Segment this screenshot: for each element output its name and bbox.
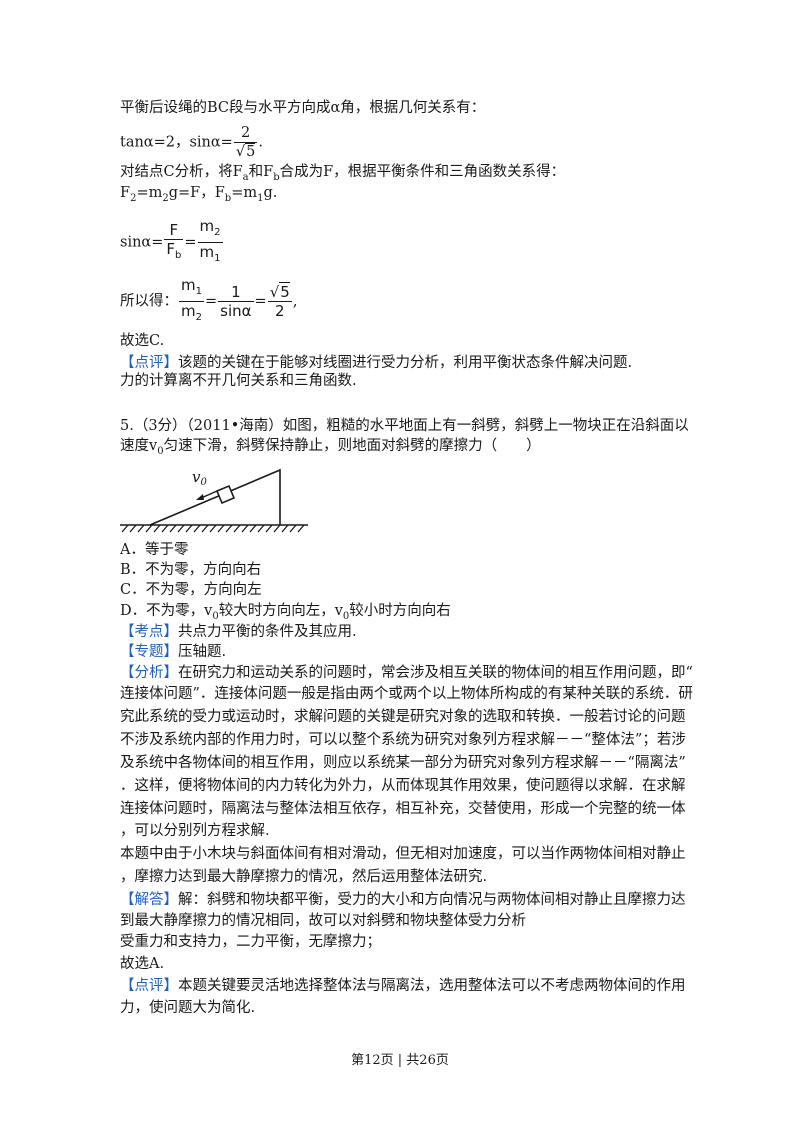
numerator: 2 [233,124,258,143]
incline-diagram: v0 [120,468,308,533]
fenxi-line: ．这样，便将物体间的内力转化为外力，从而体现其作用效果，使问题得以求解．在求解 [120,778,686,794]
fenxi-line: 本题中由于小木块与斜面体间有相对滑动，但无相对加速度，可以当作两物体间相对静止 [120,846,686,862]
kaodian-text: 共点力平衡的条件及其应用. [178,624,357,640]
text-segment: 合成为F，根据平衡条件和三角函数关系得： [279,164,566,180]
numerator: m1 [179,276,204,302]
comma: , [292,293,298,310]
denominator: 2 [274,302,285,320]
formula-lead: 所以得： [120,293,178,310]
kaodian-line: 【考点】共点力平衡的条件及其应用. [120,622,357,642]
page-footer: 第12页 | 共26页 [351,1053,449,1068]
jieda-line: 故选A. [120,956,165,972]
text-segment: 和F [248,164,274,180]
option-d: D．不为零，v0较大时方向向左，v0较小时方向向右 [120,603,451,622]
subscript: 1 [257,192,264,204]
jieda-line: 到最大静摩擦力的情况相同，故可以对斜劈和物块整体受力分析 [120,913,526,929]
fenxi-line: 不涉及系统内部的作用力时，可以以整个系统为研究对象列方程求解－－“整体法”；若涉 [120,732,686,748]
tan-sin-text: tanα=2，sinα= [120,134,233,151]
jieda-tag: 【解答】 [120,892,178,908]
fenxi-line: 及系统中各物体间的相互作用，则应以系统某一部分为研究对象列方程求解－－“隔离法” [120,755,686,771]
fenxi-line: 究此系统的受力或运动时，求解问题的关键是研究对象的选取和转换．一般若讨论的问题 [120,709,686,725]
option-a: A．等于零 [120,542,189,558]
denominator: m2 [181,302,202,323]
period: . [258,134,263,151]
velocity-label: v0 [192,468,207,488]
equals-sign: = [184,234,197,251]
numerator: √5 [267,282,292,302]
subscript: b [224,192,232,204]
denominator: Fb [166,239,182,261]
formula-lead: sinα= [120,234,164,251]
fenxi-line: 连接体问题时，隔离法与整体法相互依存，相互补充，交替使用，形成一个完整的统一体 [120,801,686,817]
kaodian-tag: 【考点】 [120,624,178,640]
comment-tag: 【点评】 [120,355,178,371]
dianping-line: 力，使问题大为简化. [120,1000,256,1016]
denominator: sinα [220,302,252,320]
fenxi-line: 连接体问题”．连接体问题一般是指由两个或两个以上物体所构成的有某种关联的系统．研 [120,686,693,702]
subscript: 2 [130,192,137,204]
text-segment: =m [231,185,258,201]
fenxi-tag: 【分析】 [120,665,178,681]
denominator: √5 [235,143,256,160]
text-segment: g. [263,185,278,201]
subscript: a [242,171,249,183]
comment-line: 【点评】该题的关键在于能够对线圈进行受力分析，利用平衡状态条件解决问题. [120,353,632,373]
equals-sign: = [254,293,267,310]
subscript: 2 [162,192,169,204]
text-segment: g=F，F [168,185,225,201]
fenxi-line: 【分析】在研究力和运动关系的问题时，常会涉及相互关联的物体间的相互作用问题，即“ [120,665,693,681]
dianping-line: 【点评】本题关键要灵活地选择整体法与隔离法，选用整体法可以不考虑两物体间的作用 [120,978,686,994]
text-line: 平衡后设绳的BC段与水平方向成α角，根据几何关系有： [120,100,486,116]
subscript: b [273,171,280,183]
ground-hatching [121,524,305,533]
option-c: C．不为零，方向向左 [120,582,262,598]
zhuanti-tag: 【专题】 [120,644,178,660]
text-line: 对结点C分析，将Fa和Fb合成为F，根据平衡条件和三角函数关系得： [120,162,565,188]
jieda-line: 受重力和支持力，二力平衡，无摩擦力； [120,934,381,950]
equals-sign: = [205,293,218,310]
block [215,484,236,505]
arrow-head [196,494,204,500]
text-segment: F [120,185,131,201]
zhuanti-line: 【专题】压轴题. [120,642,226,662]
fenxi-line: ，可以分别列方程求解. [120,823,270,839]
denominator: m1 [199,243,221,264]
text-segment: =m [136,185,163,201]
option-b: B．不为零，方向向右 [120,562,262,578]
text-segment: 对结点C分析，将F [120,164,243,180]
equation-line: F2=m2g=F，Fb=m1g. [120,183,277,209]
question-stem: 速度v0匀速下滑，斜劈保持静止，则地面对斜劈的摩擦力（ ） [120,438,541,457]
comment-line: 力的计算离不开几何关系和三角函数. [120,373,357,389]
zhuanti-text: 压轴题. [178,644,227,660]
question-stem: 5.（3分）（2011•海南）如图，粗糙的水平地面上有一斜劈，斜劈上一物块正在沿… [120,418,689,434]
wedge [149,468,281,526]
answer-line: 故选C. [120,333,165,349]
numerator: m2 [197,217,223,243]
numerator: 1 [218,283,254,302]
jieda-line: 【解答】解：斜劈和物块都平衡，受力的大小和方向情况与两物体间相对静止且摩擦力达 [120,892,686,908]
numerator: F [164,221,184,240]
trig-line: tanα=2，sinα=2√5. [120,124,263,161]
sqrt-radicand: 5 [245,143,256,160]
fenxi-line: ，摩擦力达到最大静摩擦力的情况，然后运用整体法研究. [120,869,488,885]
comment-text: 该题的关键在于能够对线圈进行受力分析，利用平衡状态条件解决问题. [178,355,633,371]
fraction: 2√5 [233,124,258,161]
dianping-tag: 【点评】 [120,978,178,994]
